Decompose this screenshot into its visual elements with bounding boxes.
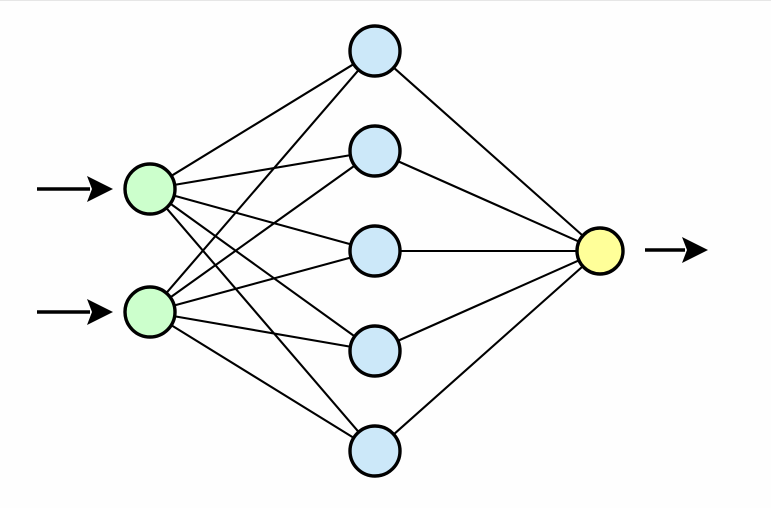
- edge-i2-h5: [169, 323, 356, 440]
- node-h4[interactable]: [348, 324, 402, 378]
- edge-i2-h2: [168, 163, 357, 300]
- node-h5[interactable]: [348, 424, 402, 478]
- edge-i1-h2: [172, 153, 353, 187]
- edge-i1-h4: [168, 201, 357, 339]
- input-arrow-icon: [37, 176, 113, 202]
- arrow-head: [87, 176, 113, 202]
- edge-i2-h4: [172, 315, 353, 348]
- node-group: [123, 24, 625, 478]
- arrow-head: [682, 237, 708, 263]
- edge-h5-o1: [391, 264, 585, 437]
- output-arrow-icon: [645, 237, 708, 263]
- edge-h2-o1: [395, 159, 581, 244]
- node-h1[interactable]: [348, 24, 402, 78]
- edge-group: [164, 62, 585, 440]
- edge-i2-h1: [164, 68, 361, 295]
- node-o1[interactable]: [575, 226, 625, 276]
- edge-i1-h3: [172, 194, 353, 246]
- edge-h4-o1: [395, 258, 581, 343]
- edge-h1-o1: [391, 65, 585, 238]
- node-i1[interactable]: [123, 162, 177, 216]
- edge-i1-h5: [164, 206, 361, 434]
- arrow-head: [87, 299, 113, 325]
- input-arrow-icon: [37, 299, 113, 325]
- node-h2[interactable]: [348, 124, 402, 178]
- arrow-group: [37, 176, 708, 325]
- node-i2[interactable]: [123, 285, 177, 339]
- edge-i1-h1: [169, 62, 356, 178]
- edge-i2-h3: [172, 256, 353, 307]
- node-h3[interactable]: [348, 224, 402, 278]
